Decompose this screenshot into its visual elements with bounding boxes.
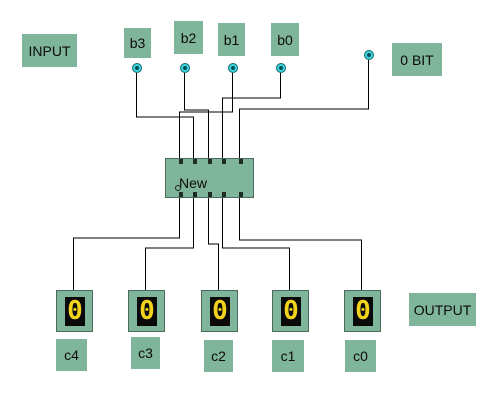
input-probe-b0[interactable] (276, 63, 286, 73)
output-label-c1: c1 (272, 340, 304, 372)
wire-c3 (145, 198, 194, 290)
chip-pin-bottom (222, 192, 226, 197)
input-probe-b2[interactable] (180, 63, 190, 73)
input-probe-b1[interactable] (228, 63, 238, 73)
input-label-b0: b0 (271, 23, 299, 56)
chip-pin-top (208, 159, 212, 164)
chip-pin-bottom (239, 192, 243, 197)
input-label-b2: b2 (174, 21, 203, 54)
seven-segment-display-c0[interactable]: 0 (344, 290, 381, 332)
seven-segment-display-c2[interactable]: 0 (201, 290, 238, 332)
seven-segment-display-c3[interactable]: 0 (128, 290, 165, 332)
wire-c1 (222, 198, 290, 290)
wire-bit (239, 60, 369, 158)
output-label-c0: c0 (345, 340, 376, 372)
wire-b2 (184, 73, 209, 158)
segment-digit: 0 (210, 297, 230, 326)
input-section-label: INPUT (22, 34, 77, 67)
input-label-b1: b1 (218, 23, 245, 56)
segment-digit: 0 (137, 297, 157, 326)
segment-digit: 0 (353, 297, 373, 326)
seven-segment-display-c4[interactable]: 0 (56, 290, 93, 332)
output-label-c3: c3 (131, 337, 160, 369)
output-section-label: OUTPUT (409, 293, 476, 326)
wire-b0 (222, 73, 281, 158)
input-probe-b3[interactable] (132, 63, 142, 73)
chip-pin-top (239, 159, 243, 164)
wire-c4 (73, 198, 180, 290)
chip-pin-bottom (179, 192, 183, 197)
chip-pin-bottom (193, 192, 197, 197)
output-label-c2: c2 (204, 340, 233, 372)
chip-label: New (179, 175, 208, 191)
output-label-c4: c4 (56, 339, 87, 371)
chip-pin-top (222, 159, 226, 164)
chip-orientation-dot (175, 185, 181, 191)
input-label-b3: b3 (124, 28, 151, 58)
segment-digit: 0 (65, 297, 85, 326)
new-chip[interactable]: New (165, 158, 254, 198)
wire-c0 (239, 198, 362, 290)
segment-digit: 0 (281, 297, 301, 326)
bit-label: 0 BIT (392, 43, 442, 76)
chip-pin-top (179, 159, 183, 164)
wire-c2 (208, 198, 219, 290)
wire-b1 (179, 73, 233, 158)
chip-pin-bottom (208, 192, 212, 197)
chip-pin-top (193, 159, 197, 164)
input-probe-bit[interactable] (364, 50, 374, 60)
seven-segment-display-c1[interactable]: 0 (272, 290, 309, 332)
wire-b3 (136, 73, 194, 158)
